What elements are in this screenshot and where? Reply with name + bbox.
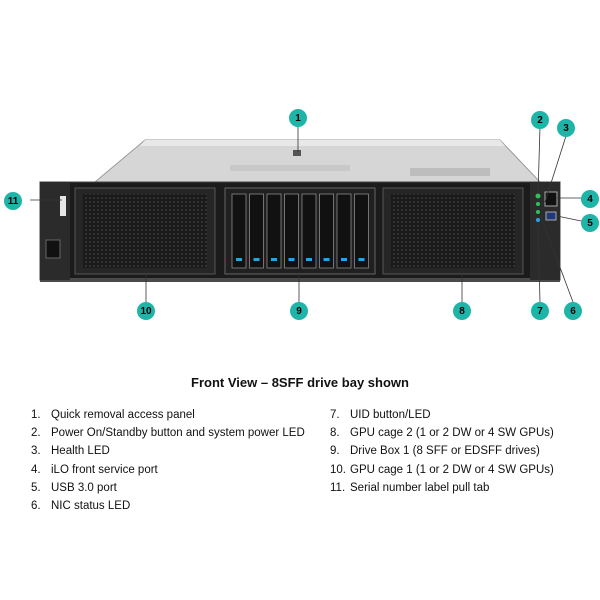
ilo-service-port: [544, 191, 558, 207]
callout-1: 1: [289, 109, 307, 127]
callout-4: 4: [581, 190, 599, 208]
drive-box-1: [224, 187, 376, 275]
diagram-caption: Front View – 8SFF drive bay shown: [191, 375, 409, 390]
callout-10: 10: [137, 302, 155, 320]
callout-2: 2: [531, 111, 549, 129]
drive-led: [271, 258, 277, 261]
legend-item: 9.Drive Box 1 (8 SFF or EDSFF drives): [330, 445, 540, 458]
drive-sled: [266, 193, 282, 269]
legend-item: 2.Power On/Standby button and system pow…: [31, 427, 305, 440]
legend-left: 1.Quick removal access panel 2.Power On/…: [31, 406, 305, 515]
legend-item: 10.GPU cage 1 (1 or 2 DW or 4 SW GPUs): [330, 463, 554, 476]
drive-led: [253, 258, 260, 261]
drive-sled: [354, 193, 369, 269]
power-button: [535, 193, 541, 199]
callout-6: 6: [564, 302, 582, 320]
leader-lines: [30, 126, 587, 303]
drive-led: [341, 258, 347, 261]
drive-led: [323, 258, 330, 261]
health-led: [536, 202, 540, 206]
legend-item: 5.USB 3.0 port: [31, 481, 117, 494]
drive-led: [306, 258, 312, 261]
serial-label-tab: [60, 196, 66, 216]
nic-led: [536, 210, 540, 214]
drive-led: [288, 258, 295, 261]
drive-sled: [249, 193, 264, 269]
legend-item: 1.Quick removal access panel: [31, 409, 195, 421]
usb-port: [545, 211, 557, 221]
drive-led: [358, 258, 365, 261]
callout-8: 8: [453, 302, 471, 320]
drive-sled: [284, 193, 299, 269]
drive-sled: [319, 193, 334, 269]
callout-7: 7: [531, 302, 549, 320]
drive-sled: [336, 193, 352, 269]
drive-sled: [301, 193, 317, 269]
legend-item: 8.GPU cage 2 (1 or 2 DW or 4 SW GPUs): [330, 427, 554, 440]
access-panel-latch: [293, 150, 301, 156]
legend-item: 7.UID button/LED: [330, 409, 431, 421]
drive-sled: [231, 193, 247, 269]
callout-3: 3: [557, 119, 575, 137]
uid-button: [536, 218, 540, 222]
gpu-cage-2: [382, 187, 524, 275]
callout-5: 5: [581, 214, 599, 232]
drive-led: [236, 258, 242, 261]
legend-item: 11.Serial number label pull tab: [330, 481, 490, 494]
gpu-cage-1: [74, 187, 216, 275]
callout-11: 11: [4, 192, 22, 210]
legend-right: 7.UID button/LED 8.GPU cage 2 (1 or 2 DW…: [330, 406, 554, 497]
legend-item: 6.NIC status LED: [31, 500, 131, 513]
legend-item: 3.Health LED: [31, 445, 110, 458]
callout-9: 9: [290, 302, 308, 320]
legend-item: 4.iLO front service port: [31, 463, 158, 476]
